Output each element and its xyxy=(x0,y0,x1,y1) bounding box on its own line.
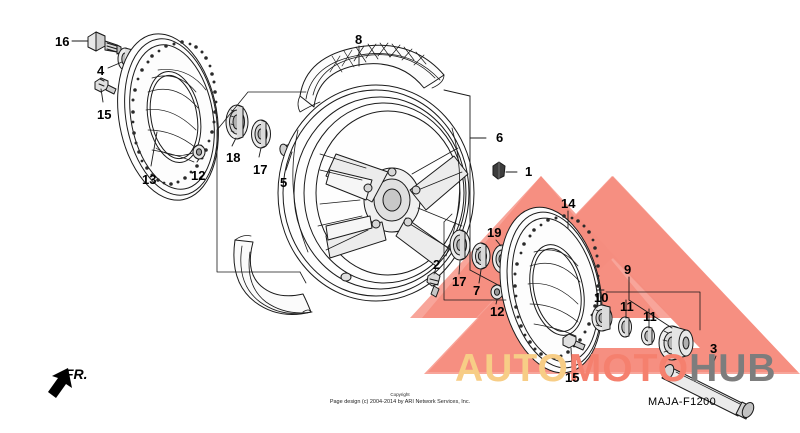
part-17-bearing-right xyxy=(449,229,471,261)
diagram-part-number: MAJA-F1200 xyxy=(648,396,717,408)
part-9-speedometer-gear xyxy=(658,325,694,361)
part-17-bearing-left xyxy=(251,119,271,149)
copyright-line-1: Copyright xyxy=(390,392,410,397)
callout-11-a: 11 xyxy=(620,299,634,314)
callout-9: 9 xyxy=(624,262,632,277)
wordmark-moto: MOTO xyxy=(568,347,690,390)
callout-5: 5 xyxy=(280,175,288,190)
callout-3: 3 xyxy=(710,341,718,356)
copyright-notice: Copyright Page design (c) 2004-2014 by A… xyxy=(0,392,800,406)
copyright-line-2: Page design (c) 2004-2014 by ARI Network… xyxy=(329,398,471,405)
part-13-left-brake-disk xyxy=(117,33,219,201)
part-11-washer-a xyxy=(618,316,632,338)
part-7-side-collar xyxy=(471,242,491,270)
callout-6: 6 xyxy=(496,130,504,145)
part-1-air-valve xyxy=(492,161,506,180)
part-8-tire-lower xyxy=(233,235,313,315)
callout-15-left: 15 xyxy=(97,107,112,122)
front-direction-marker: FR. xyxy=(28,364,108,400)
callout-1: 1 xyxy=(525,164,533,179)
part-10-retainer xyxy=(591,304,613,332)
callout-8: 8 xyxy=(355,32,363,47)
callout-4: 4 xyxy=(97,63,105,78)
part-12-nut-left xyxy=(192,144,206,160)
callout-15-bottom: 15 xyxy=(565,370,580,385)
callout-11-b: 11 xyxy=(643,309,657,324)
part-14-right-brake-disk xyxy=(499,206,603,374)
callout-10: 10 xyxy=(594,290,609,305)
callout-17-right: 17 xyxy=(452,274,467,289)
callout-14: 14 xyxy=(561,196,576,211)
part-11-washer-b xyxy=(641,326,655,346)
callout-12-right: 12 xyxy=(490,304,505,319)
callout-7: 7 xyxy=(473,283,481,298)
fr-arrow-icon xyxy=(48,368,72,398)
callout-19: 19 xyxy=(487,225,502,240)
wordmark-auto: AUTO xyxy=(455,347,569,390)
fr-label: FR. xyxy=(65,366,88,382)
callout-13: 13 xyxy=(142,172,157,187)
part-15-valve-bolt-left xyxy=(94,77,117,95)
part-6-wheel-assembly xyxy=(277,84,475,302)
callout-12-left: 12 xyxy=(191,168,206,183)
wordmark-hub: HUB xyxy=(689,347,777,390)
part-3-front-axle xyxy=(661,364,755,420)
part-16-flange-bolt xyxy=(87,31,122,55)
callout-16: 16 xyxy=(55,34,70,49)
part-2-balance-weight xyxy=(426,271,441,298)
callout-18: 18 xyxy=(226,150,241,165)
callout-2: 2 xyxy=(433,257,441,272)
part-15-valve-bolt-bottom xyxy=(562,333,586,351)
automotohub-wordmark: AUTOMOTOHUB xyxy=(455,348,800,390)
part-8-tire xyxy=(297,42,445,113)
callout-17-left: 17 xyxy=(253,162,268,177)
part-18-bearing xyxy=(225,104,249,140)
